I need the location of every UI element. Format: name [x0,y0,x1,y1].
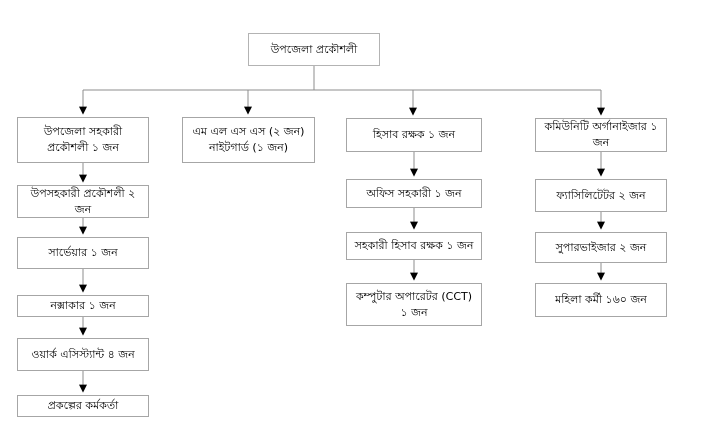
node-upazila-assistant-engineer: উপজেলা সহকারী প্রকৌশলী ১ জন [17,117,149,163]
node-accountant: হিসাব রক্ষক ১ জন [346,118,482,152]
node-assistant-accountant: সহকারী হিসাব রক্ষক ১ জন [346,232,482,260]
node-project-officer: প্রকল্পের কর্মকর্তা [17,395,149,417]
node-upazila-engineer: উপজেলা প্রকৌশলী [248,33,380,66]
node-draftsman: নক্সাকার ১ জন [17,295,149,317]
node-community-organizer: কমিউনিটি অর্গানাইজার ১ জন [535,118,667,152]
node-computer-operator-cct: কম্পুটার অপারেটর (CCT) ১ জন [346,283,482,326]
node-work-assistant: ওয়ার্ক এসিস্ট্যান্ট ৪ জন [17,338,149,371]
node-mlss-nightguard: এম এল এস এস (২ জন) নাইটগার্ড (১ জন) [182,117,315,163]
node-facilitator: ফ্যাসিলিটেটর ২ জন [535,179,667,212]
node-office-assistant: অফিস সহকারী ১ জন [346,179,482,208]
node-sub-assistant-engineer: উপসহকারী প্রকৌশলী ২ জন [17,185,149,218]
node-supervisor: সুপারভাইজার ২ জন [535,232,667,263]
node-female-worker: মহিলা কর্মী ১৬০ জন [535,283,667,317]
node-surveyor: সার্ভেয়ার ১ জন [17,237,149,269]
